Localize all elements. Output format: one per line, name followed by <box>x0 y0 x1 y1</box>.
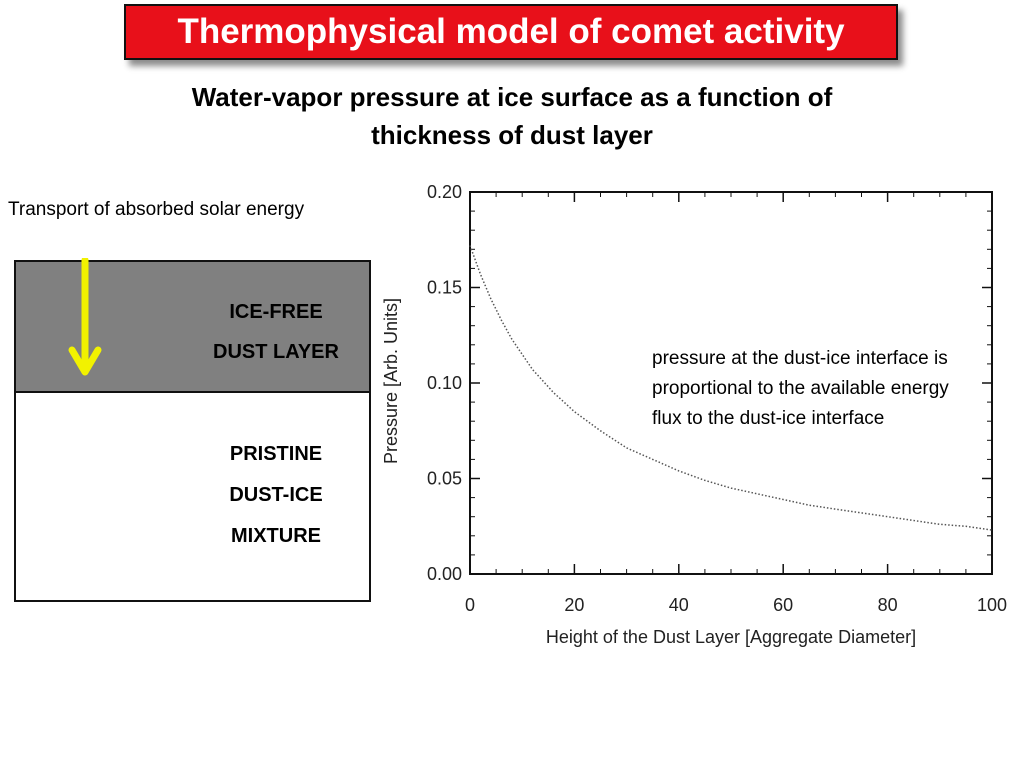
x-tick-label: 60 <box>773 595 793 615</box>
slide-subtitle: Water-vapor pressure at ice surface as a… <box>100 78 924 154</box>
x-tick-label: 100 <box>977 595 1007 615</box>
subtitle-line-2: thickness of dust layer <box>371 120 653 150</box>
y-axis-label: Pressure [Arb. Units] <box>381 298 401 464</box>
y-tick-label: 0.20 <box>427 182 462 202</box>
y-tick-label: 0.05 <box>427 469 462 489</box>
energy-arrow-icon <box>68 258 102 376</box>
subtitle-line-1: Water-vapor pressure at ice surface as a… <box>191 82 833 112</box>
pressure-curve <box>469 245 993 531</box>
bottom-layer-line-3: MIXTURE <box>231 525 321 547</box>
y-tick-label: 0.00 <box>427 564 462 584</box>
x-tick-label: 80 <box>878 595 898 615</box>
chart-series <box>469 245 993 531</box>
ice-free-dust-layer <box>16 262 369 393</box>
transport-label: Transport of absorbed solar energy <box>8 199 305 220</box>
top-layer-label: ICE-FREE DUST LAYER <box>206 292 346 372</box>
bottom-layer-line-2: DUST-ICE <box>229 484 323 506</box>
slide-title-box: Thermophysical model of comet activity <box>124 4 898 60</box>
x-tick-label: 20 <box>564 595 584 615</box>
x-tick-label: 0 <box>465 595 475 615</box>
layer-diagram: ICE-FREE DUST LAYER PRISTINE DUST-ICE MI… <box>14 260 371 602</box>
top-layer-line-2: DUST LAYER <box>213 341 339 363</box>
y-tick-label: 0.15 <box>427 278 462 298</box>
bottom-layer-label: PRISTINE DUST-ICE MIXTURE <box>211 434 341 557</box>
pressure-chart: 0 20 40 60 80 100 0.00 0.05 0.10 0.15 0.20 Height … <box>381 182 1007 647</box>
x-tick-label: 40 <box>669 595 689 615</box>
chart-annotation: pressure at the dust-ice interface is pr… <box>652 348 949 429</box>
bottom-layer-line-1: PRISTINE <box>229 443 323 465</box>
chart-ticks: 0 20 40 60 80 100 0.00 0.05 0.10 0.15 0.20 <box>427 182 1007 615</box>
x-axis-label: Height of the Dust Layer [Aggregate Diam… <box>546 627 916 647</box>
y-tick-label: 0.10 <box>427 373 462 393</box>
slide-title: Thermophysical model of comet activity <box>177 12 845 51</box>
top-layer-line-1: ICE-FREE <box>229 301 323 323</box>
